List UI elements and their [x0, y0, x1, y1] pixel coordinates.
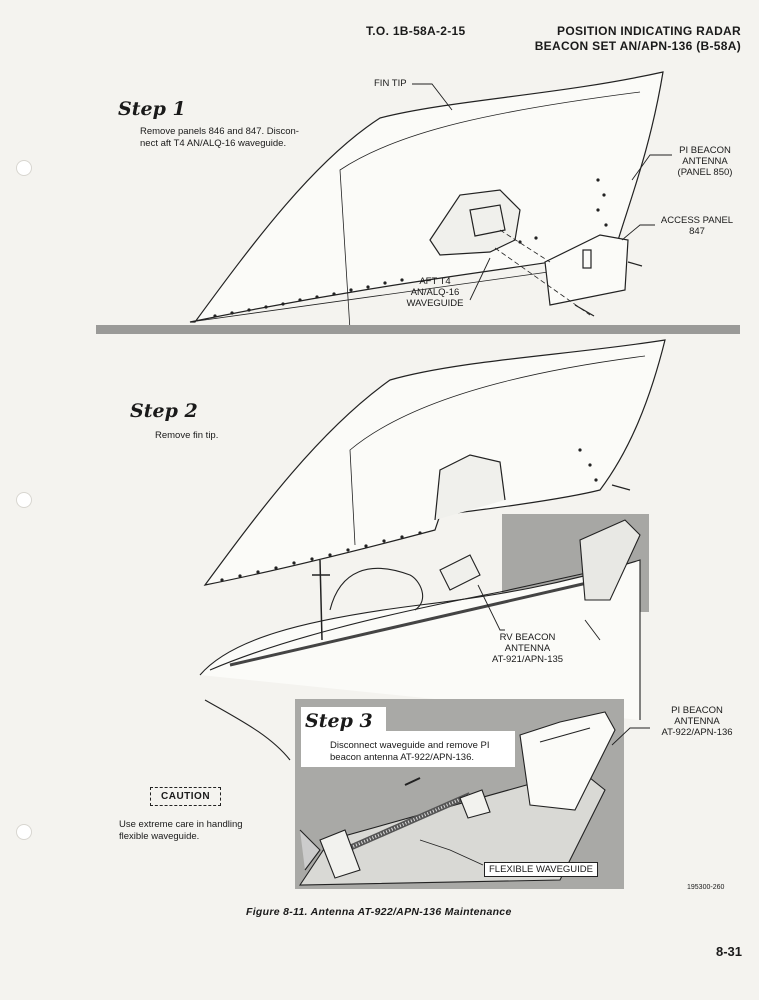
step1-fin-tip-drawing — [189, 71, 664, 331]
step3-text-line2: beacon antenna AT-922/APN-136. — [330, 752, 475, 763]
aft-t4-waveguide-label: AFT T4 AN/ALQ-16 WAVEGUIDE — [400, 276, 470, 309]
caution-text-line2: flexible waveguide. — [119, 831, 200, 842]
fin-tip-label: FIN TIP — [374, 78, 407, 89]
flexible-waveguide-label: FLEXIBLE WAVEGUIDE — [484, 862, 598, 877]
label-line: PI BEACON — [679, 145, 731, 156]
step-separator — [96, 325, 740, 334]
step1-text-line2: nect aft T4 AN/ALQ-16 waveguide. — [140, 138, 287, 149]
label-line: WAVEGUIDE — [406, 298, 464, 309]
label-line: ACCESS PANEL — [660, 215, 734, 226]
label-line: RV BEACON — [499, 632, 556, 643]
binder-hole-top — [16, 160, 32, 176]
pi-beacon-panel-850-label: PI BEACON ANTENNA (PANEL 850) — [670, 145, 740, 178]
caution-badge: CAUTION — [150, 787, 222, 806]
header-title-line2: BEACON SET AN/APN-136 (B-58A) — [534, 39, 741, 53]
step1-title: Step 1 — [118, 98, 186, 120]
to-number: T.O. 1B-58A-2-15 — [366, 24, 466, 38]
label-line: AT-921/APN-135 — [491, 654, 564, 665]
step2-antenna-drawing — [199, 519, 641, 761]
page-header-title: POSITION INDICATING RADAR BEACON SET AN/… — [535, 24, 741, 54]
binder-hole-middle — [16, 492, 32, 508]
step1-instructions: Remove panels 846 and 847. Discon- nect … — [140, 126, 299, 150]
label-line: AFT T4 — [419, 276, 451, 287]
step3-text-box — [301, 731, 515, 767]
label-line: ANTENNA — [504, 643, 551, 654]
step3-antenna-drawing — [298, 711, 616, 886]
page-number: 8-31 — [716, 944, 743, 959]
rv-beacon-antenna-label: RV BEACON ANTENNA AT-921/APN-135 — [480, 632, 575, 665]
caution-text: Use extreme care in handling flexible wa… — [119, 819, 243, 843]
step2-title: Step 2 — [130, 400, 198, 422]
pi-beacon-antenna-at922-label: PI BEACON ANTENNA AT-922/APN-136 — [652, 705, 742, 738]
label-line: AN/ALQ-16 — [410, 287, 460, 298]
access-panel-847-label: ACCESS PANEL 847 — [652, 215, 742, 237]
step1-text-line1: Remove panels 846 and 847. Discon- — [140, 126, 299, 137]
step3-title-box — [301, 707, 386, 731]
header-title-line1: POSITION INDICATING RADAR — [557, 24, 741, 38]
step2-instructions: Remove fin tip. — [155, 430, 219, 441]
label-line: 847 — [689, 226, 705, 237]
label-line: PI BEACON — [671, 705, 723, 716]
step3-text-line1: Disconnect waveguide and remove PI — [330, 740, 490, 751]
binder-hole-bottom — [16, 824, 32, 840]
label-line: ANTENNA — [682, 156, 728, 167]
figure-id: 195300-260 — [687, 884, 725, 891]
step2-fin-tip-drawing — [203, 339, 666, 586]
step3-title: Step 3 — [305, 710, 373, 732]
caution-text-line1: Use extreme care in handling — [119, 819, 243, 830]
figure-caption: Figure 8-11. Antenna AT-922/APN-136 Main… — [246, 906, 512, 918]
label-line: ANTENNA — [674, 716, 720, 727]
label-line: (PANEL 850) — [677, 167, 733, 178]
step3-instructions: Disconnect waveguide and remove PI beaco… — [330, 740, 489, 764]
label-line: AT-922/APN-136 — [661, 727, 733, 738]
